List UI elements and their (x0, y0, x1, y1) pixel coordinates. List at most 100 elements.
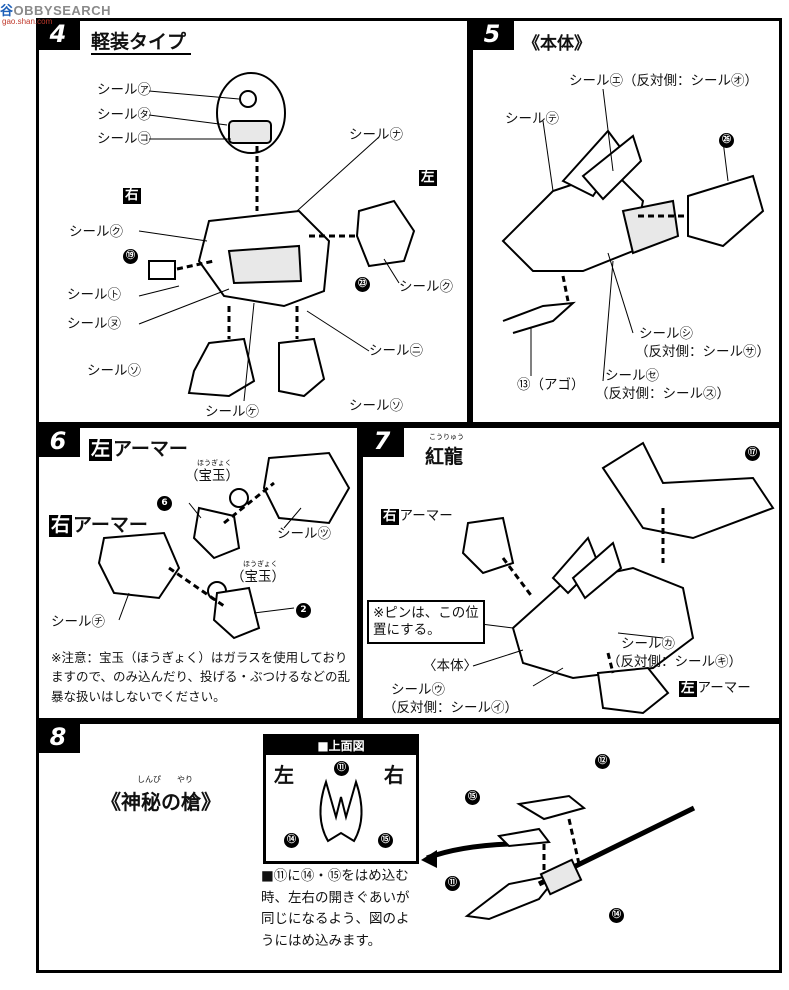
right-armor-part (461, 516, 515, 575)
glass-caution-note: ※注意：宝玉（ほうぎょく）はガラスを使用しておりますので、のみ込んだり、投げる・… (51, 650, 351, 704)
gem-ruby-1: ほうぎょく (197, 459, 232, 467)
section-7-panel: 7 こうりゅう 紅龍 ⑰ 右アーマー ※ピンは、この位置にする。 シール㋕ （反… (360, 425, 782, 721)
seal-to-label: シール㋣ (67, 287, 121, 303)
section-4-illustration (138, 72, 416, 402)
seal-shi-label: シール㋛ (639, 326, 693, 342)
prong-fit-note: ■⑪に⑭・⑮をはめ込む時、左右の開きぐあいが同じになるよう、図のようにはめ込みま… (261, 868, 410, 949)
watermark: 谷OBBYSEARCH gao.shan.com (0, 0, 111, 26)
assembly-arrow (168, 566, 225, 608)
seal-se-opposite-label: （反対側：シール㋜） (595, 386, 730, 402)
part-number-11: ⑪ (334, 761, 349, 776)
top-view-illustration (319, 778, 363, 843)
left-armor-part (262, 451, 351, 525)
gem-label-2: （宝玉） (231, 569, 285, 585)
left-armor-part (596, 666, 670, 715)
watermark-sub: gao.shan.com (2, 17, 53, 26)
left-armor-label: 左アーマー (679, 680, 751, 697)
part-2 (212, 586, 261, 640)
step-number-6: 6 (36, 425, 80, 457)
seal-a-label: シール㋐ (97, 82, 151, 98)
seal-se-label: シール㋝ (605, 368, 659, 384)
section-8-panel: 8 しんぴ やり 《神秘の槍》 ■上面図 左 右 ⑪ ⑭ ⑮ ■⑪に⑭・⑮をはめ… (36, 721, 782, 973)
gem-part (229, 488, 249, 508)
part-number-6: 6 (157, 496, 172, 511)
assembly-arrow (606, 652, 615, 674)
part-number-12: ⑫ (595, 754, 610, 769)
seal-nu-label: シール㋦ (67, 316, 121, 332)
assembly-arrow (176, 259, 215, 271)
seal-u-label: シール㋒ (391, 682, 445, 698)
helmet-crest-part (239, 90, 257, 108)
neck-part (621, 199, 680, 255)
title-ruby: しんぴ やり (137, 775, 193, 784)
seal-tsu-label: シール㋡ (277, 526, 331, 542)
part-number-14: ⑭ (284, 833, 299, 848)
right-armor-label: 右アーマー (381, 508, 453, 525)
left-armor-heading: 左アーマー (89, 438, 188, 461)
part-13-jaw (502, 301, 576, 334)
part-19 (148, 260, 176, 280)
seal-so-left-label: シール㋞ (87, 363, 141, 379)
part-number-11: ⑪ (445, 876, 460, 891)
assembly-arrow (501, 557, 535, 599)
part-number-15: ⑮ (378, 833, 393, 848)
seal-na-label: シール㋤ (349, 127, 403, 143)
inset-left-label: 左 (274, 763, 294, 787)
section-5-illustration (501, 88, 765, 382)
part-number-26: ㉖ (719, 133, 734, 148)
gem-ruby-2: ほうぎょく (243, 560, 278, 568)
step-number-4: 4 (36, 18, 80, 50)
part-number-14: ⑭ (609, 908, 624, 923)
seal-ni-label: シール㋥ (369, 343, 423, 359)
horn-part (571, 541, 623, 600)
right-armor-heading: 右アーマー (49, 514, 148, 537)
horn-part (581, 134, 643, 201)
seal-u-opposite-label: （反対側：シール㋑） (383, 700, 518, 716)
seal-ku-right-label: シール㋗ (399, 279, 453, 295)
watermark-brand: OBBYSEARCH (13, 3, 111, 18)
seal-ko-label: シール㋙ (97, 131, 151, 147)
part-number-2: 2 (296, 603, 311, 618)
section-7-illustration (461, 441, 775, 715)
section-8-title: 《神秘の槍》 (101, 790, 221, 814)
seal-chi-label: シール㋠ (51, 614, 105, 630)
part-number-23: ㉓ (355, 277, 370, 292)
right-side-marker: 右 (123, 187, 141, 204)
part-number-15: ⑮ (465, 790, 480, 805)
body-label: 〈本体〉 (423, 658, 477, 674)
section-8-illustration (421, 794, 696, 921)
part-13-jaw-label: ⑬（アゴ） (517, 377, 585, 393)
step-number-7: 7 (360, 425, 404, 457)
section-5-title: 《本体》 (523, 34, 591, 54)
watermark-brand-cn: 谷 (0, 3, 14, 18)
section-5-panel: 5 《本体》 シール㋓（反対側：シール㋔） シール㋢ ㉖ シール㋛ （反対側：シ… (470, 18, 782, 425)
seal-ke-label: シール㋘ (205, 404, 259, 420)
part-number-17: ⑰ (745, 446, 760, 461)
step-number-5: 5 (470, 18, 514, 50)
section-4-title: 軽装タイプ (91, 31, 187, 53)
left-foot-part (278, 337, 326, 398)
seal-te-label: シール㋢ (505, 111, 559, 127)
part-12 (516, 794, 587, 821)
section-7-title: 紅龍 (425, 446, 464, 468)
top-view-title: ■上面図 (266, 737, 416, 755)
top-view-inset: ■上面図 左 右 ⑪ ⑭ ⑮ (263, 734, 419, 864)
right-foot-part (187, 337, 256, 398)
part-26 (687, 174, 765, 248)
title-ruby: こうりゅう (429, 433, 464, 441)
assembly-arrow (561, 275, 570, 302)
step-number-8: 8 (36, 721, 80, 753)
gem-label-1: （宝玉） (185, 468, 239, 484)
assembly-arrow (223, 481, 275, 525)
seal-shi-opposite-label: （反対側：シール㋚） (635, 344, 770, 360)
direction-arrow (426, 841, 510, 861)
seal-so-right-label: シール㋞ (349, 398, 403, 414)
section-6-illustration (97, 451, 351, 640)
spear-prongs-part (319, 778, 363, 843)
part-15 (496, 827, 551, 848)
assembly-arrow (567, 818, 581, 865)
seal-ka-label: シール㋕ (621, 636, 675, 652)
title-underline (91, 53, 191, 55)
torso-panel-part (227, 244, 303, 285)
left-side-marker: 左 (419, 169, 437, 186)
